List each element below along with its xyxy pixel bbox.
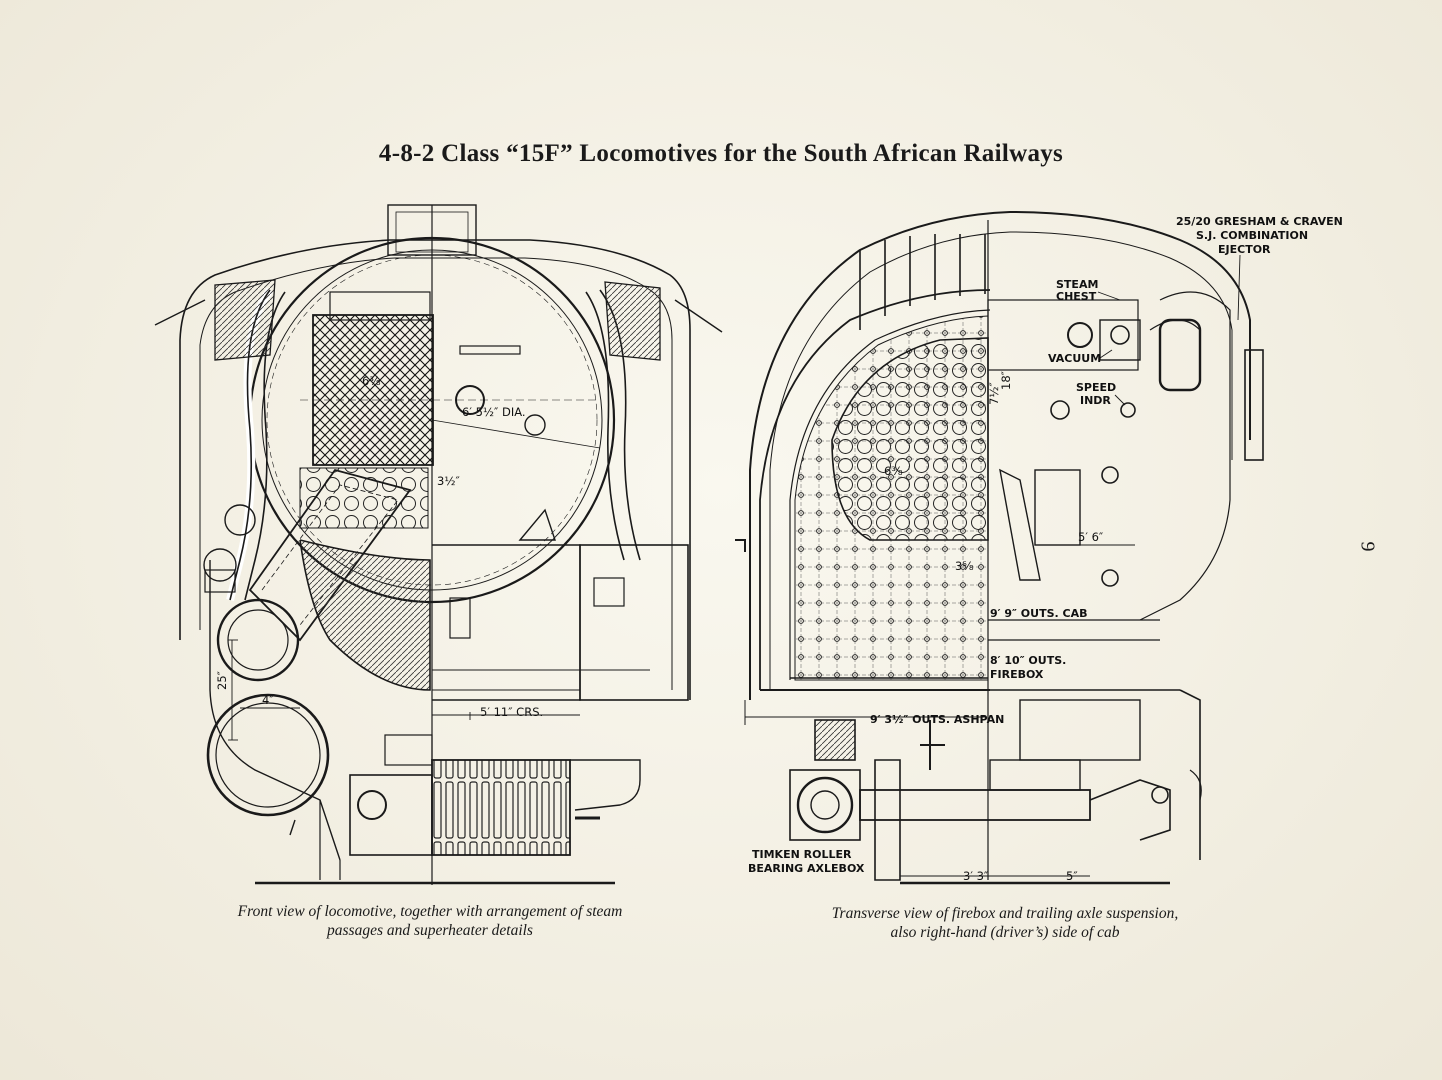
ejector-label-line1: 25/20 GRESHAM & CRAVEN: [1176, 215, 1343, 228]
cylinder-centres-dim: 5′ 11″ CRS.: [480, 705, 543, 719]
firebox-width-label-line1: 8′ 10″ OUTS.: [990, 654, 1066, 667]
transverse-view-labels: 25/20 GRESHAM & CRAVEN S.J. COMBINATION …: [748, 215, 1343, 883]
dim-3-5-8: 3⅝: [955, 559, 973, 573]
dim-4in: 4″: [262, 693, 274, 707]
transverse-view-drawing: [735, 210, 1264, 885]
front-view-caption-line2: passages and superheater details: [327, 922, 533, 939]
ejector-label-line2: S.J. COMBINATION: [1196, 229, 1308, 242]
firebox-width-label-line2: FIREBOX: [990, 668, 1044, 681]
dim-25in: 25″: [215, 670, 229, 690]
boiler-diameter-dim: 6′ 5½″ DIA.: [462, 405, 526, 419]
dim-3-3: 3′ 3″: [963, 869, 989, 883]
ejector-label-line3: EJECTOR: [1218, 243, 1271, 256]
transverse-view-caption-line1: Transverse view of firebox and trailing …: [831, 905, 1179, 922]
dim-6-3-8-right: 6⅜: [884, 464, 902, 478]
dim-7-half: 7½″: [987, 382, 1001, 405]
front-view-drawing: [154, 204, 723, 885]
vacuum-label: VACUUM: [1048, 352, 1101, 365]
cab-width-label: 9′ 9″ OUTS. CAB: [990, 607, 1087, 620]
page-number: 9: [1356, 541, 1379, 552]
dim-18in: 18″: [999, 370, 1013, 390]
dim-5-6: 5′ 6″: [1078, 530, 1104, 544]
front-view-caption-line1: Front view of locomotive, together with …: [237, 903, 623, 920]
axlebox-label-line2: BEARING AXLEBOX: [748, 862, 865, 875]
transverse-view-caption: Transverse view of firebox and trailing …: [780, 904, 1230, 942]
dim-5in: 5″: [1066, 869, 1078, 883]
speed-indicator-label-line2: INDR: [1080, 394, 1111, 407]
speed-indicator-label-line1: SPEED: [1076, 381, 1116, 394]
steam-chest-label-line2: CHEST: [1056, 290, 1097, 303]
dim-6-3-8: 6⅜: [362, 374, 380, 388]
transverse-view-caption-line2: also right-hand (driver’s) side of cab: [890, 924, 1120, 941]
front-view-dimensions: 6′ 5½″ DIA. 5′ 11″ CRS. 25″ 4″ 3½″ 6⅜: [215, 374, 543, 719]
axlebox-label-line1: TIMKEN ROLLER: [752, 848, 852, 861]
dim-3-half: 3½″: [437, 474, 460, 488]
ashpan-width-label: 9′ 3½″ OUTS. ASHPAN: [870, 713, 1004, 726]
steam-chest-label-line1: STEAM: [1056, 278, 1098, 291]
page-title: 4-8-2 Class “15F” Locomotives for the So…: [378, 140, 1064, 167]
front-view-caption: Front view of locomotive, together with …: [190, 902, 670, 940]
